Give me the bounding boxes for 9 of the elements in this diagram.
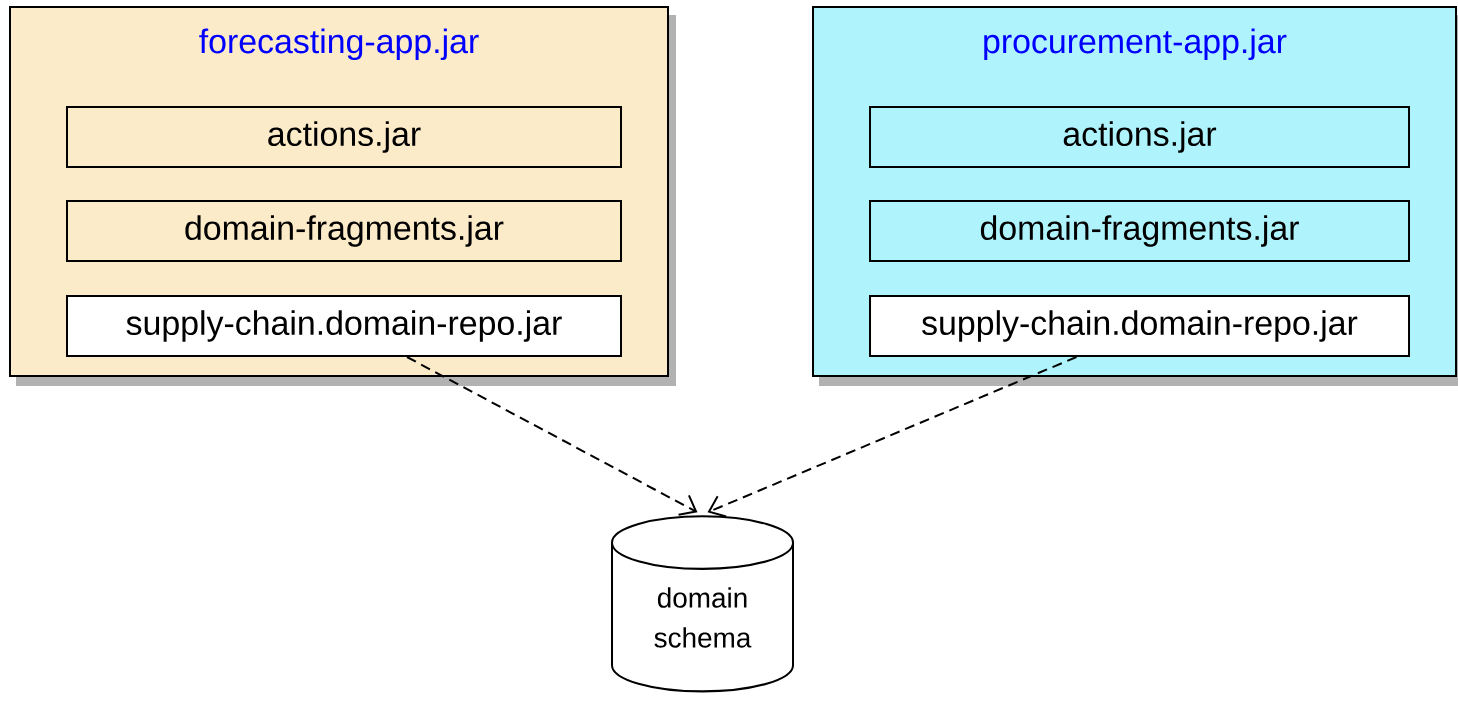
dependency-arrow xyxy=(707,356,1078,518)
database-cylinder: domain schema xyxy=(611,515,794,693)
jar-box: domain-fragments.jar xyxy=(66,200,622,262)
jar-box: actions.jar xyxy=(869,106,1410,168)
dependency-arrow xyxy=(406,356,698,516)
jar-box: domain-fragments.jar xyxy=(869,200,1410,262)
jar-box: supply-chain.domain-repo.jar xyxy=(869,295,1410,357)
jar-box: supply-chain.domain-repo.jar xyxy=(66,295,622,357)
jar-box: actions.jar xyxy=(66,106,622,168)
